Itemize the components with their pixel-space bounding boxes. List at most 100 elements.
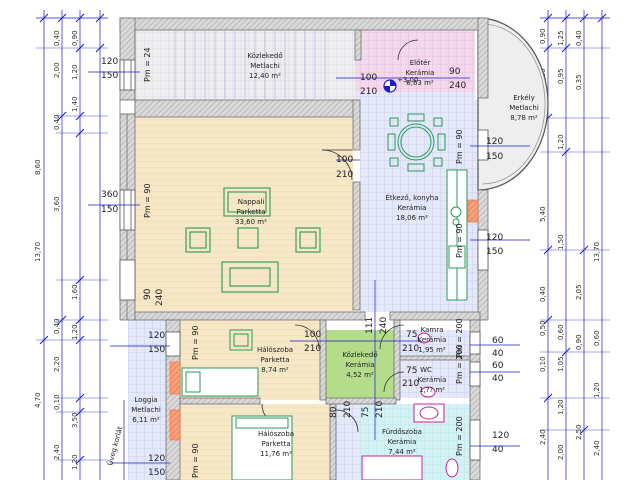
dim-label: 2,00: [557, 444, 565, 460]
opening-width: 120: [492, 431, 509, 441]
height-labels: Pm = 24 Pm = 90 Pm = 90 Pm = 90 Pm = 90 …: [143, 47, 464, 478]
height-label: Pm = 200: [455, 416, 464, 456]
room-area-kozlekedo-mid: 4,52 m²: [346, 371, 374, 379]
dim-label: 2,40: [53, 444, 61, 460]
dim-label: 5,40: [539, 206, 547, 222]
dim-label: 2,40: [593, 440, 601, 456]
opening-height: 210: [336, 170, 353, 180]
bedroom2-bed: [231, 415, 293, 480]
level-marker: +3,00: [383, 76, 418, 93]
dim-label: 2,05: [575, 284, 583, 300]
dim-label: 0,95: [557, 68, 565, 84]
opening-width: 120: [486, 233, 503, 243]
dim-label: 2,20: [53, 356, 61, 372]
dim-label: 0,60: [593, 330, 601, 346]
height-label: Pm = 90: [455, 129, 464, 164]
dim-label: 1,20: [71, 324, 79, 340]
opening-width: 100: [304, 330, 321, 340]
room-floor-kamra: Kerámia: [418, 336, 447, 344]
windows: [119, 59, 489, 461]
room-name-haloszoba2: Hálószoba: [258, 430, 294, 438]
opening-height: 40: [492, 445, 504, 455]
room-name-eloter: Előtér: [410, 58, 431, 67]
opening-width: 120: [486, 137, 503, 147]
room-floor-wc: Kerámia: [418, 376, 447, 384]
room-name-loggia: Loggia: [134, 396, 157, 404]
opening-height: 150: [486, 152, 503, 162]
room-floor-erkely: Metlachi: [509, 104, 539, 112]
opening-height: 210: [343, 401, 353, 418]
opening-width: 60: [492, 361, 504, 371]
height-label: Pm = 90: [455, 223, 464, 258]
room-area-haloszoba1: 8,74 m²: [261, 366, 289, 374]
dim-label: 0,40: [53, 114, 61, 130]
room-area-kozlekedo-top: 12,40 m²: [249, 72, 281, 80]
room-name-erkely: Erkély: [513, 94, 535, 102]
dim-label: 1,20: [593, 382, 601, 398]
dim-label: 0,60: [557, 324, 565, 340]
dim-label: 1,20: [557, 134, 565, 150]
dim-label: 8,60: [34, 159, 42, 175]
dim-label: 1,60: [71, 284, 79, 300]
left-dimension-labels: 13,70 8,60 4,70 0,40 2,00 0,40 3,60 0,40…: [34, 30, 79, 470]
right-dimension-ticks: [543, 13, 607, 435]
dim-label: 0,50: [539, 320, 547, 336]
stairs: [174, 30, 326, 100]
opening-width: 75: [361, 407, 371, 418]
opening-height: 150: [148, 345, 165, 355]
dim-label: 1,20: [71, 454, 79, 470]
dim-label: 0,40: [53, 318, 61, 334]
room-labels: Közlekedő Metlachi 12,40 m² Előtér Kerám…: [131, 51, 539, 458]
opening-width: 360: [101, 190, 118, 200]
room-floor-etkezo: Kerámia: [398, 204, 427, 212]
dim-label: 0,90: [539, 28, 547, 44]
opening-labels: 120 150 360 150 100 210 90 240 100 210 1…: [101, 57, 509, 478]
opening-height: 210: [402, 344, 419, 354]
room-area-erkely: 8,78 m²: [510, 114, 538, 122]
room-area-kamra: 1,95 m²: [418, 346, 446, 354]
dim-label: 0,10: [539, 356, 547, 372]
room-area-etkezo: 18,06 m²: [396, 214, 428, 222]
room-floor-kozlekedo-top: Metlachi: [250, 62, 280, 70]
dim-label: 1,50: [557, 234, 565, 250]
right-dimension-lines: [540, 10, 610, 480]
dim-label: 1,05: [557, 356, 565, 372]
height-label: Pm = 90: [191, 443, 200, 478]
dim-label: 0,40: [53, 30, 61, 46]
opening-height: 210: [375, 401, 385, 418]
height-label: Pm = 24: [143, 47, 152, 82]
opening-width: 100: [336, 155, 353, 165]
balcony-outline: [477, 17, 549, 191]
brick-walls: [169, 199, 479, 441]
room-name-haloszoba1: Hálószoba: [257, 346, 293, 354]
bedroom1-bed: [181, 367, 259, 397]
dim-label: 2,00: [53, 62, 61, 78]
opening-width: 80: [329, 406, 339, 418]
room-name-wc: WC: [420, 366, 432, 374]
right-dimension-labels: 0,90 1,20 0,40 5,40 0,40 0,50 0,10 2,40 …: [539, 28, 601, 460]
room-area-haloszoba2: 11,76 m²: [260, 450, 292, 458]
glass-railing-label: Üveg korlát: [105, 425, 124, 466]
opening-width: 90: [449, 67, 461, 77]
dim-label: 2,40: [539, 429, 547, 445]
room-floor-kozlekedo-mid: Kerámia: [346, 361, 375, 369]
room-area-nappali: 33,60 m²: [235, 218, 267, 226]
opening-width: 90: [143, 288, 153, 300]
dim-label: 0,40: [575, 30, 583, 46]
room-floor-nappali: Parketta: [237, 208, 266, 216]
door-swings: [261, 39, 419, 433]
opening-height: 210: [360, 87, 377, 97]
height-label: Pm = 90: [143, 183, 152, 218]
leader-lines: [88, 71, 530, 480]
room-name-nappali: Nappali: [238, 198, 265, 206]
room-area-furdoszoba: 7,44 m²: [388, 448, 416, 456]
opening-height: 40: [492, 349, 504, 359]
opening-height: 240: [449, 81, 466, 91]
room-floor-eloter: Kerámia: [406, 69, 435, 77]
room-name-kozlekedo-mid: Közlekedő: [342, 350, 377, 359]
balcony-inner: [481, 23, 546, 185]
dim-label: 0,40: [539, 286, 547, 302]
room-floor-haloszoba1: Parketta: [261, 356, 290, 364]
opening-height: 150: [101, 71, 118, 81]
